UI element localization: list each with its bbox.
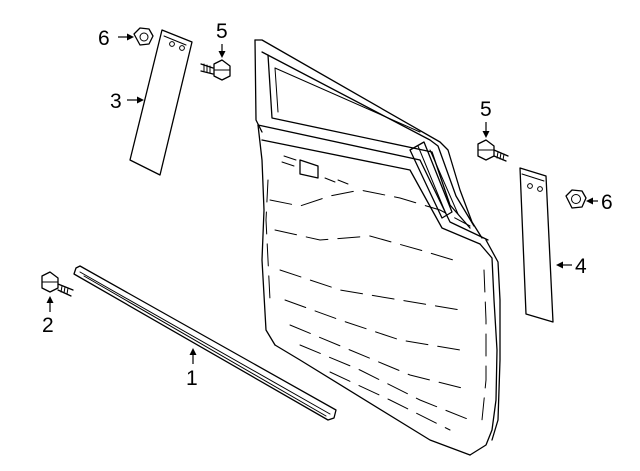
door-shell — [254, 39, 501, 456]
part-4-rear-trim — [519, 167, 554, 323]
callout-3: 3 — [110, 90, 122, 113]
part-5-bolt-lower — [477, 139, 509, 162]
part-1-belt-molding — [73, 265, 337, 421]
callout-1: 1 — [186, 367, 198, 390]
part-3-front-trim — [129, 29, 193, 176]
callout-2: 2 — [42, 314, 54, 337]
callout-6-upper: 6 — [98, 27, 110, 50]
callout-5-upper: 5 — [216, 20, 228, 43]
part-2-bolt — [41, 271, 74, 297]
callout-5-lower: 5 — [480, 98, 492, 121]
callout-arrows — [46, 33, 598, 364]
part-6-nut-upper — [133, 27, 154, 46]
callout-4: 4 — [575, 255, 587, 278]
part-5-bolt-upper — [200, 59, 231, 81]
callout-6-lower: 6 — [601, 191, 613, 214]
part-6-nut-lower — [565, 189, 587, 209]
